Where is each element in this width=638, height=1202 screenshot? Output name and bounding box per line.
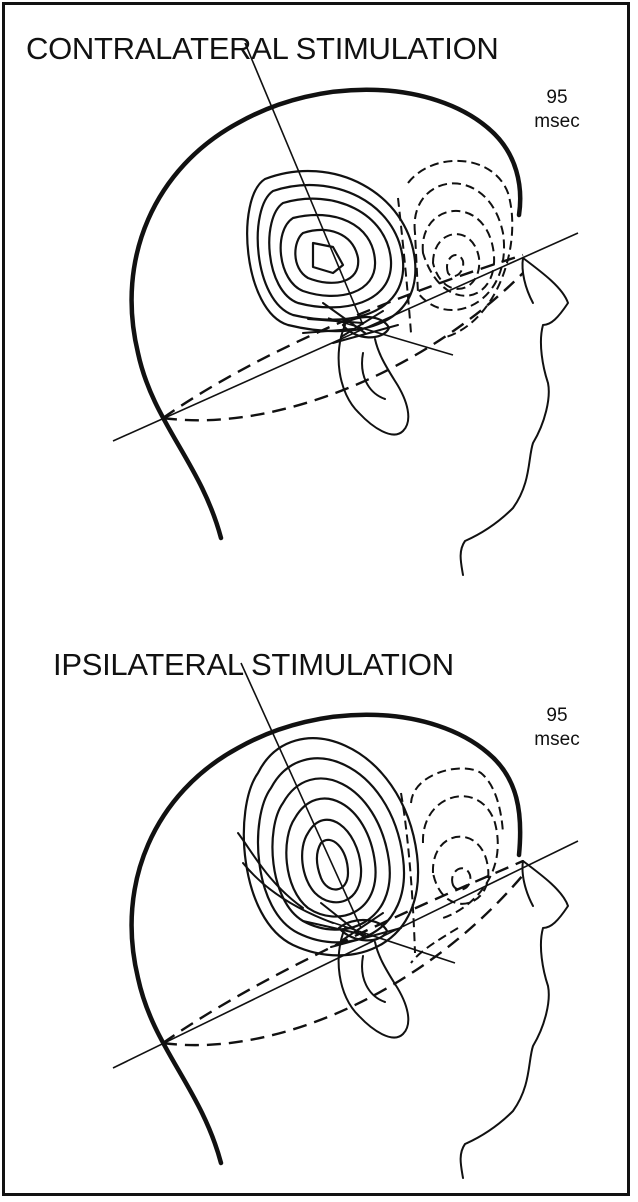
latency-unit: msec — [534, 729, 579, 750]
positive-isofield-contours — [238, 738, 418, 955]
coordinate-axes — [113, 663, 578, 1068]
panel-title: CONTRALATERAL STIMULATION — [26, 31, 499, 66]
figure-canvas: CONTRALATERAL STIMULATION 95 msec — [5, 5, 633, 1199]
latency-value: 95 — [546, 705, 567, 726]
panel-ipsilateral: IPSILATERAL STIMULATION 95 msec — [53, 647, 580, 1178]
negative-isofield-contours — [398, 161, 512, 338]
negative-isofield-contours — [401, 768, 503, 963]
latency-unit: msec — [534, 111, 579, 132]
coordinate-axes — [113, 43, 578, 441]
figure-frame: CONTRALATERAL STIMULATION 95 msec — [2, 2, 630, 1196]
positive-isofield-contours — [247, 171, 415, 343]
latency-value: 95 — [546, 87, 567, 108]
head-outline — [132, 715, 568, 1178]
panel-title: IPSILATERAL STIMULATION — [53, 647, 454, 682]
ear-outline — [339, 325, 409, 435]
panel-contralateral: CONTRALATERAL STIMULATION 95 msec — [26, 31, 580, 575]
